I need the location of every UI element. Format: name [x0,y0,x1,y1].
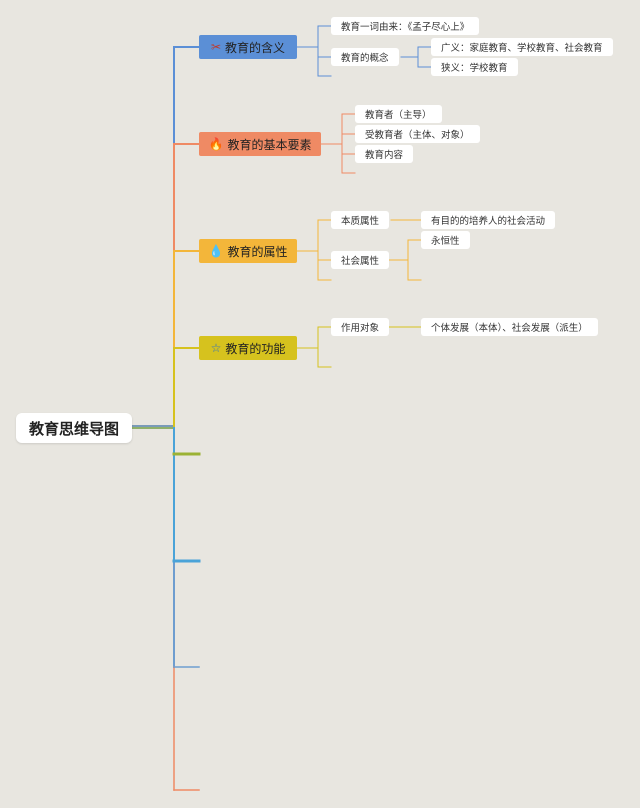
node-essential-attribute[interactable]: 本质属性 [331,211,390,229]
branch-label: 教育的功能 [225,341,286,356]
node-learner[interactable]: 受教育者（主体、对象） [355,125,480,143]
branch-label: 教育的含义 [225,40,286,55]
star-icon: ☆ [210,341,222,355]
root-node[interactable]: 教育思维导图 [16,413,132,443]
node-target[interactable]: 作用对象 [331,318,390,336]
node-educator[interactable]: 教育者（主导） [355,105,442,123]
branch-label: 教育的属性 [227,244,288,259]
node-development[interactable]: 个体发展（本体）、社会发展（派生） [421,318,598,336]
node-purposeful-activity[interactable]: 有目的的培养人的社会活动 [421,211,556,229]
branch-label: 教育的基本要素 [227,137,312,152]
branch-attributes[interactable]: 💧 教育的属性 [199,239,297,263]
node-eternity[interactable]: 永恒性 [421,231,470,249]
pencil-icon: ✂ [210,40,222,54]
node-social-attribute[interactable]: 社会属性 [331,251,390,269]
node-broad-definition[interactable]: 广义：家庭教育、学校教育、社会教育 [431,38,613,56]
node-narrow-definition[interactable]: 狭义：学校教育 [431,58,518,76]
node-concept[interactable]: 教育的概念 [331,48,399,66]
node-origin-of-word[interactable]: 教育一词由来：《孟子尽心上》 [331,17,480,35]
fire-icon: 🔥 [208,137,224,151]
drop-icon: 💧 [208,244,224,258]
branch-basic-elements[interactable]: 🔥 教育的基本要素 [199,132,321,156]
node-content[interactable]: 教育内容 [355,145,414,163]
branch-functions[interactable]: ☆ 教育的功能 [199,336,297,360]
branch-meaning[interactable]: ✂ 教育的含义 [199,35,297,59]
